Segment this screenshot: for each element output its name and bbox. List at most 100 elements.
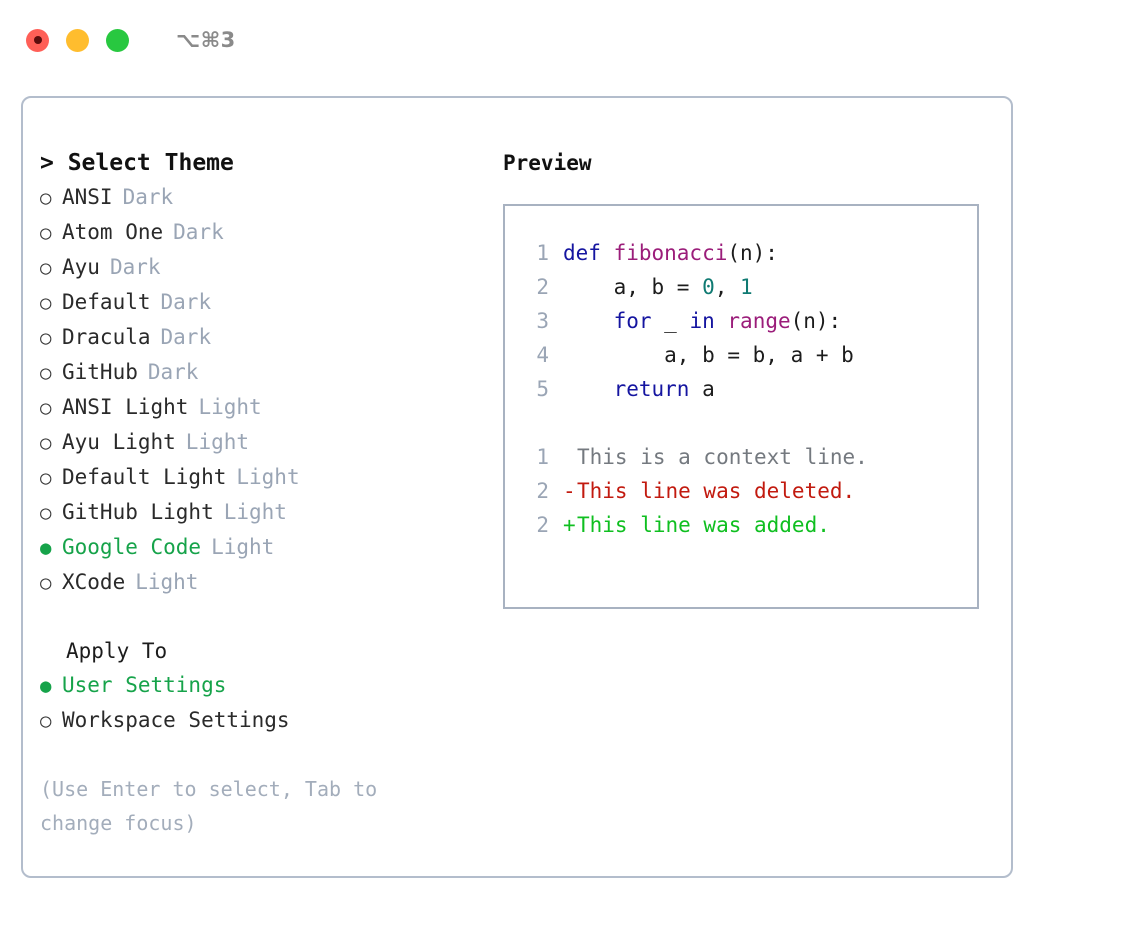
zoom-button[interactable] [106, 28, 129, 52]
recording-dot-icon [33, 36, 42, 44]
code-token-pl: a, b = b, a + b [563, 343, 854, 367]
theme-option-row[interactable]: ○ GitHub Light Light [40, 495, 480, 530]
radio-unselected-icon: ○ [40, 292, 52, 314]
theme-option-name: ANSI Light [62, 395, 189, 419]
diff-line-context: 1 This is a context line. [523, 440, 977, 474]
preview-spacer [523, 406, 977, 440]
theme-option-row[interactable]: ○ Default Dark [40, 285, 480, 320]
code-token-num: 0 [702, 275, 715, 299]
theme-option-name: Ayu [62, 255, 100, 279]
theme-option-name: GitHub [62, 360, 138, 384]
theme-variant-badge: Dark [160, 325, 212, 349]
code-line: 5 return a [523, 372, 977, 406]
code-line-text: def fibonacci(n): [563, 236, 778, 270]
radio-unselected-icon: ○ [40, 362, 52, 384]
apply-to-section: Apply To ●User Settings ○ Workspace Settin… [40, 634, 480, 738]
code-line-text: for _ in range(n): [563, 304, 842, 338]
diff-line-del: 2-This line was deleted. [523, 474, 977, 508]
theme-variant-badge: Dark [173, 220, 224, 244]
code-token-fn: fibonacci [613, 241, 728, 265]
theme-variant-badge: Light [185, 430, 250, 454]
hint-line-2: change focus) [40, 811, 197, 835]
traffic-light-group [26, 28, 129, 52]
theme-option-name: Dracula [62, 325, 151, 349]
code-line: 1 def fibonacci(n): [523, 236, 977, 270]
close-button[interactable] [26, 28, 49, 52]
code-token-kw: for [613, 309, 652, 333]
code-token-pl: a, b = [563, 275, 703, 299]
diff-sample: 1 This is a context line.2-This line was… [523, 440, 977, 542]
radio-unselected-icon: ○ [40, 257, 52, 279]
code-token-pl: (n): [727, 241, 778, 265]
line-number: 1 [536, 241, 549, 265]
line-number: 3 [536, 309, 549, 333]
diff-marker [563, 440, 577, 474]
theme-selector-header: > Select Theme [40, 150, 234, 176]
apply-to-option-label: Workspace Settings [62, 708, 290, 732]
code-token-num: 1 [740, 275, 753, 299]
code-line: 2 a, b = 0, 1 [523, 270, 977, 304]
apply-to-list: ●User Settings ○ Workspace Settings [40, 668, 480, 738]
theme-option-name: Atom One [62, 220, 164, 244]
diff-marker: - [563, 479, 576, 503]
code-token-pl: a [689, 377, 715, 401]
line-number: 1 [536, 445, 549, 469]
code-line: 3 for _ in range(n): [523, 304, 977, 338]
minimize-button[interactable] [66, 28, 89, 52]
radio-unselected-icon: ○ [40, 397, 52, 419]
theme-option-name: Default Light [62, 465, 227, 489]
radio-unselected-icon: ○ [40, 502, 52, 524]
theme-option-name: GitHub Light [62, 500, 214, 524]
line-number: 2 [536, 513, 549, 537]
radio-unselected-icon: ○ [40, 710, 52, 732]
line-number: 5 [536, 377, 549, 401]
code-token-kw: return [613, 377, 690, 401]
code-token-kw: def [563, 241, 614, 265]
theme-variant-badge: Dark [109, 255, 161, 279]
preview-title: Preview [503, 151, 592, 175]
diff-line-text: This is a context line. [577, 445, 868, 469]
hint-text: (Use Enter to select, Tab to change focu… [40, 772, 440, 840]
theme-option-name: Ayu Light [62, 430, 176, 454]
radio-selected-icon: ● [40, 675, 52, 697]
radio-unselected-icon: ○ [40, 187, 52, 209]
code-line-text: a, b = b, a + b [563, 338, 854, 372]
theme-option-name: Google Code [62, 535, 202, 559]
theme-option-name: XCode [62, 570, 126, 594]
theme-option-name: ANSI [62, 185, 113, 209]
radio-unselected-icon: ○ [40, 572, 52, 594]
theme-option-row[interactable]: ○ Ayu Dark [40, 250, 480, 285]
apply-to-header: Apply To [66, 639, 168, 663]
code-line-text: a, b = 0, 1 [563, 270, 753, 304]
window-titlebar: ⌥⌘3 [0, 0, 1140, 80]
diff-line-text: This line was added. [577, 513, 830, 537]
theme-variant-badge: Dark [160, 290, 212, 314]
code-token-pl [715, 309, 728, 333]
apply-to-option-row[interactable]: ○ Workspace Settings [40, 703, 480, 738]
radio-unselected-icon: ○ [40, 222, 52, 244]
theme-option-row[interactable]: ○ Atom One Dark [40, 215, 480, 250]
diff-line-add: 2+This line was added. [523, 508, 977, 542]
radio-unselected-icon: ○ [40, 467, 52, 489]
theme-variant-badge: Light [223, 500, 287, 524]
diff-line-text: This line was deleted. [577, 479, 856, 503]
apply-to-option-row[interactable]: ●User Settings [40, 668, 480, 703]
code-token-pl [563, 377, 614, 401]
theme-option-name: Default [62, 290, 151, 314]
code-token-pl: (n): [790, 309, 842, 333]
code-token-pl: _ [651, 309, 690, 333]
